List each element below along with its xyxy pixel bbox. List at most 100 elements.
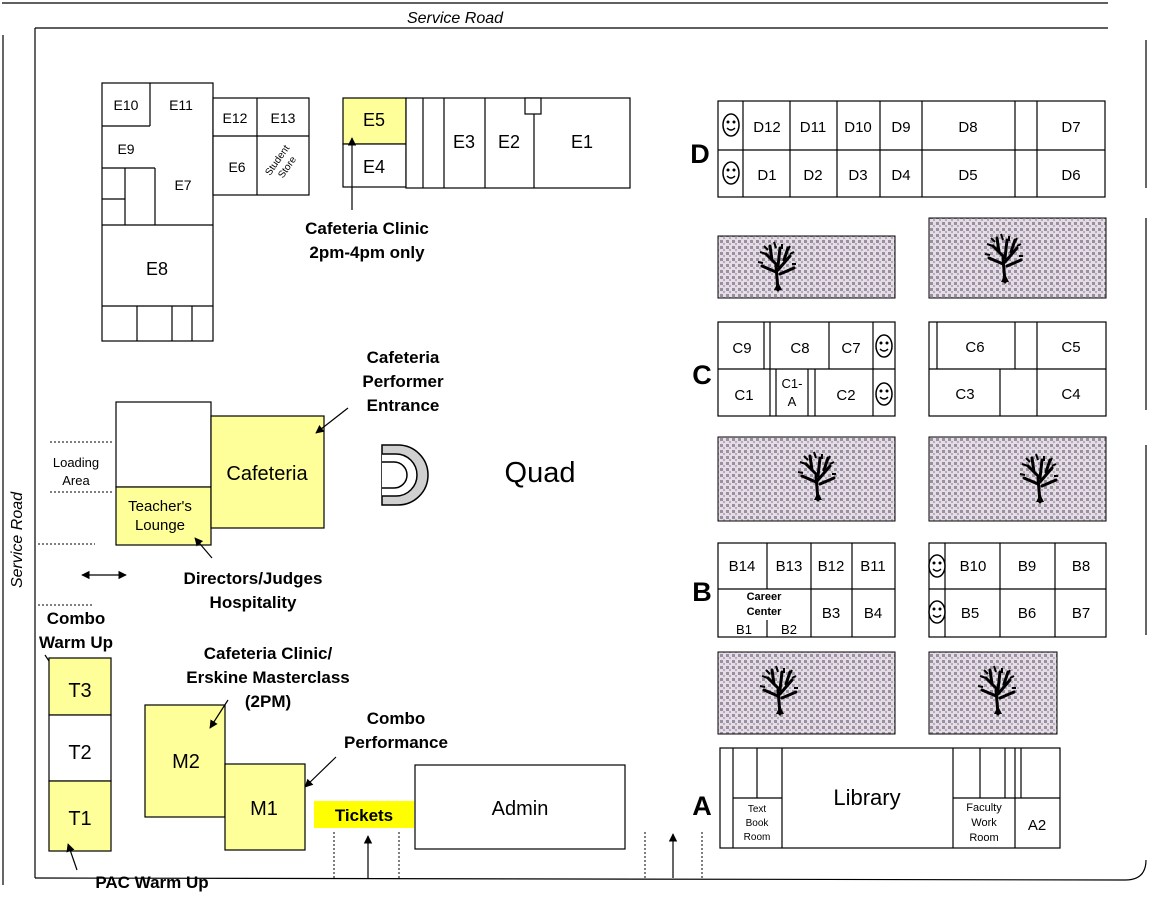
building-e-west [101,82,214,342]
room-d3: D3 [848,167,867,184]
m-rooms: M2 M1 [144,704,306,851]
room-e11: E11 [169,97,193,113]
e-wing-east: E5 E4 E3 E2 E1 [342,97,631,189]
room-c4: C4 [1061,386,1080,403]
room-b4: B4 [864,605,882,622]
room-c8: C8 [790,340,809,357]
wing-d-label: D [690,139,710,169]
cafeteria-label: Cafeteria [226,463,308,485]
svg-text:2pm-4pm only: 2pm-4pm only [309,243,425,262]
room-t1 [48,780,112,852]
perimeter-right [34,40,1147,881]
svg-text:Performance: Performance [344,733,448,752]
callout-performer-entrance: Cafeteria Performer Entrance [315,348,444,434]
room-e9: E9 [117,141,134,157]
room-e5-highlight [342,97,407,145]
room-c1a: C1- [782,376,803,391]
career-center: Career [747,591,783,603]
admin-label: Admin [492,798,549,820]
a-wing: A Library Text Book Room Faculty Work Ro… [692,747,1061,849]
room-c7: C7 [841,340,860,357]
room-e13: E13 [271,110,296,126]
svg-text:Book: Book [746,818,770,829]
room-b13: B13 [776,558,803,575]
svg-text:Cafeteria Clinic: Cafeteria Clinic [305,219,429,238]
room-a2: A2 [1028,817,1046,834]
room-m1 [224,763,306,851]
room-c5: C5 [1061,339,1080,356]
faculty-work-room: Faculty [966,802,1002,814]
tickets-booth [314,801,414,828]
planter [928,651,1058,735]
room-b12: B12 [818,558,845,575]
svg-text:Center: Center [747,606,783,618]
building-b-west [717,542,896,638]
room-e8: E8 [146,259,168,279]
e-wing-middle: E12 E13 E6 Student Store [212,97,310,196]
room-e12: E12 [223,110,248,126]
room-b5: B5 [961,605,979,622]
room-d10: D10 [844,119,872,136]
tickets-entrance: Tickets [314,801,414,878]
cafeteria [210,415,325,529]
callout-erskine-masterclass: Cafeteria Clinic/ Erskine Masterclass (2… [186,644,350,729]
tickets-label: Tickets [335,806,393,825]
loading-area: Loading Area [38,441,127,606]
svg-text:Warm Up: Warm Up [39,633,113,652]
room-d12: D12 [753,119,781,136]
top-service-road: Service Road [2,2,1108,29]
planters [717,217,1107,735]
b-wing: B B14 B13 B12 B11 Career Center B1 B2 B3… [692,542,1107,638]
svg-text:Combo: Combo [367,709,426,728]
room-d7: D7 [1061,119,1080,136]
svg-text:Room: Room [969,832,998,844]
svg-text:Performer: Performer [362,372,444,391]
room-d5: D5 [958,167,977,184]
left-service-road: Service Road [2,28,36,885]
room-d4: D4 [891,167,910,184]
quad-label: Quad [505,457,576,489]
building-b-east [928,542,1107,638]
room-c6: C6 [965,339,984,356]
room-b9: B9 [1018,558,1036,575]
side-entrance [644,832,703,878]
wing-b-label: B [692,577,712,607]
library: Library [833,785,900,810]
room-b2: B2 [781,622,797,637]
room-c3: C3 [955,386,974,403]
room-d11: D11 [800,119,826,136]
d-wing: D D12 D11 D10 D9 D8 D7 D1 D2 D3 D4 D5 D6 [690,100,1106,198]
e-wing-west: E10 E11 E9 E7 E8 [101,82,214,342]
planter [717,235,896,299]
svg-text:Cafeteria Clinic/: Cafeteria Clinic/ [204,644,333,663]
svg-text:T3: T3 [68,680,91,702]
room-c2: C2 [836,387,855,404]
svg-text:Directors/Judges: Directors/Judges [184,569,323,588]
c-wing: C C9 C8 C7 C1 C1- A C2 C6 C5 C3 C4 [692,321,1107,417]
top-service-road-label: Service Road [407,10,504,27]
room-e1: E1 [571,132,593,152]
room-c1: C1 [734,387,753,404]
teachers-lounge [115,486,212,546]
room-d9: D9 [891,119,910,136]
left-service-road-label: Service Road [9,491,26,588]
wing-a-label: A [692,791,712,821]
room-b7: B7 [1072,605,1090,622]
svg-text:Entrance: Entrance [367,396,440,415]
room-b8: B8 [1072,558,1090,575]
svg-text:Cafeteria: Cafeteria [367,348,440,367]
svg-text:Lounge: Lounge [135,517,185,534]
svg-text:A: A [788,394,797,409]
room-b6: B6 [1018,605,1036,622]
room-b11: B11 [860,558,886,575]
svg-text:M1: M1 [250,798,278,820]
building-d [717,100,1106,198]
room-e5: E5 [363,110,385,130]
room-e10: E10 [114,97,139,113]
svg-text:M2: M2 [172,751,200,773]
svg-text:Room: Room [744,832,771,843]
admin-building: Admin [414,764,626,850]
planter [928,436,1107,522]
room-e4: E4 [363,157,385,177]
